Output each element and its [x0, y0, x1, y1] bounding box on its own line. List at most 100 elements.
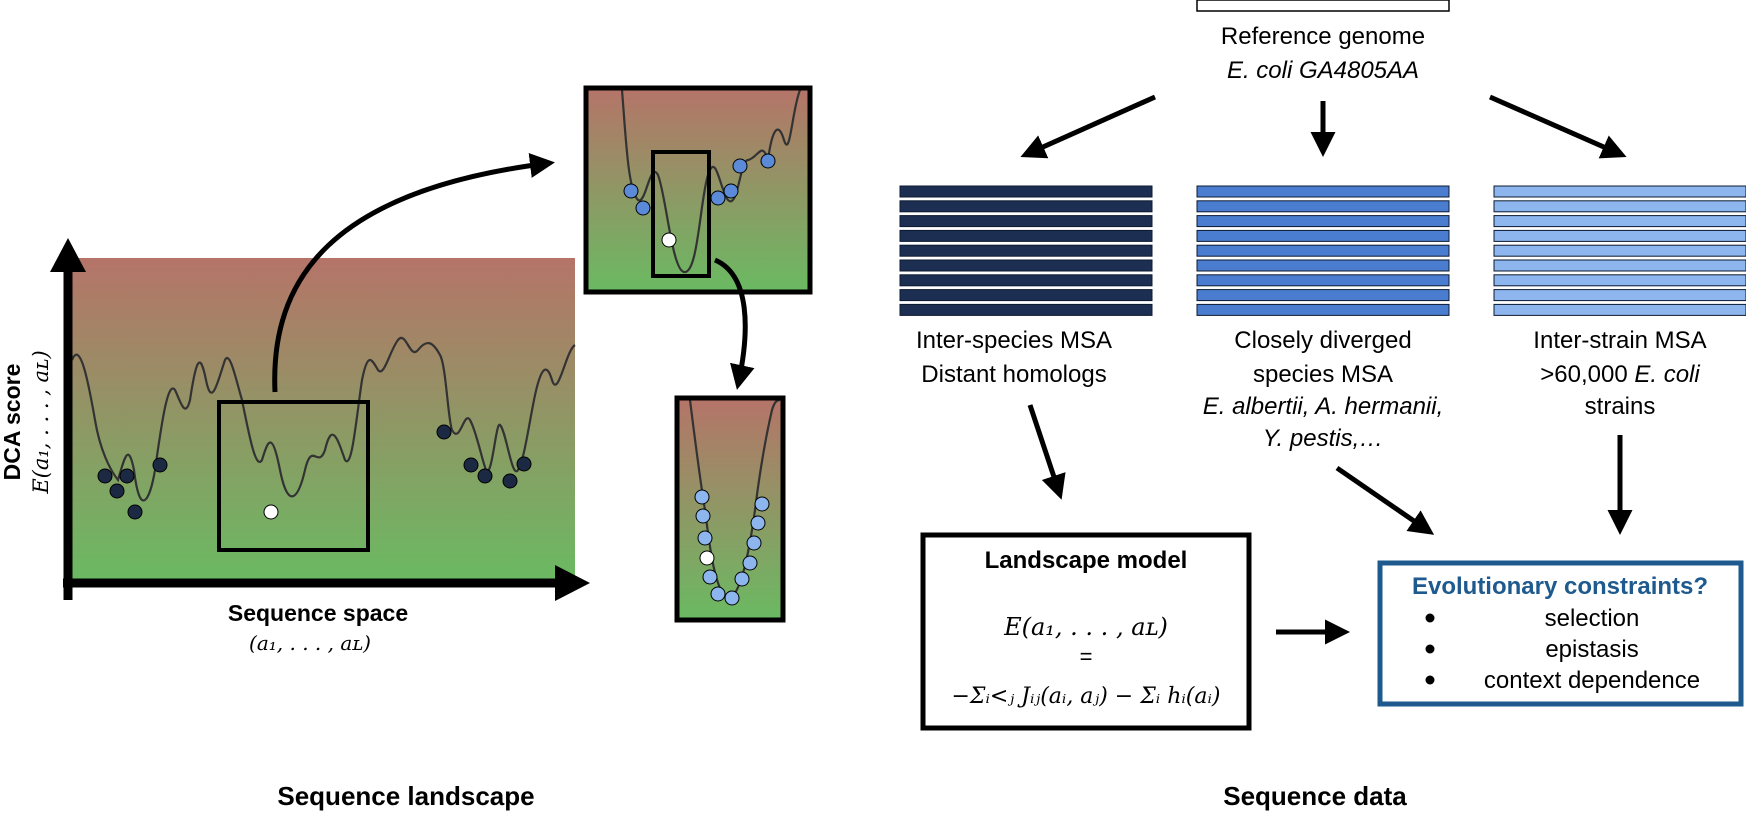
zoom-box-1 — [651, 150, 711, 278]
arrow-to-model — [1027, 404, 1066, 500]
msa-strain-species: E. coli — [1634, 361, 1700, 388]
msa-sequence-bar — [1196, 259, 1450, 272]
bullet — [1425, 644, 1435, 654]
point — [760, 153, 776, 169]
msa-sequence-bar — [1196, 303, 1450, 316]
msa-sequence-bar — [1493, 303, 1746, 316]
landscape-model-title: Landscape model — [985, 547, 1188, 574]
msa-strain-count: >60,000 — [1540, 361, 1634, 388]
point — [127, 504, 143, 520]
msa-sequence-bar — [899, 229, 1153, 242]
right-panel-title: Sequence data — [1223, 781, 1407, 811]
point — [750, 515, 766, 531]
msa-sequence-bar — [1493, 289, 1746, 302]
msa-sequence-bar — [1196, 289, 1450, 302]
msa-close-line-4: Y. pestis,… — [1263, 425, 1384, 452]
landscape-model-equals: = — [1080, 644, 1093, 669]
msa-sequence-bar — [1493, 215, 1746, 228]
left-panel-title: Sequence landscape — [277, 781, 534, 811]
msa-sequence-bar — [899, 185, 1153, 198]
msa-sequence-bar — [1493, 185, 1746, 198]
landscape-model-formula-bottom: −Σᵢ<ⱼ Jᵢⱼ(aᵢ, aⱼ) − Σᵢ hᵢ(aᵢ) — [951, 684, 1220, 709]
point — [732, 158, 748, 174]
landscape-model-box — [920, 532, 1252, 731]
point — [710, 586, 726, 602]
zoom-arrow-1 — [272, 153, 555, 393]
point — [746, 535, 762, 551]
msa-sequence-bar — [899, 244, 1153, 257]
msa-close-line-1: Closely diverged — [1234, 327, 1411, 354]
msa-sequence-bar — [899, 200, 1153, 213]
zoom-panel-1-frame — [583, 85, 813, 295]
x-axis-title: Sequence space — [228, 600, 408, 626]
zoom-panel-1-background — [586, 88, 810, 292]
msa-sequence-bar — [1196, 185, 1450, 198]
point-white — [661, 232, 677, 248]
msa-strain-line-3: strains — [1585, 393, 1656, 420]
msa-sequence-bar — [899, 303, 1153, 316]
arrow-ref-right — [1488, 94, 1627, 159]
msa-stack-light — [1493, 185, 1746, 316]
point — [477, 468, 493, 484]
point — [623, 183, 639, 199]
point — [702, 569, 718, 585]
msa-sequence-bar — [1493, 274, 1746, 287]
reference-genome-bar — [1196, 0, 1450, 12]
point — [734, 571, 750, 587]
bullet — [1425, 613, 1435, 623]
point — [723, 183, 739, 199]
msa-sequence-bar — [899, 289, 1153, 302]
point — [635, 200, 651, 216]
x-axis-formula: (a₁, . . . , aʟ) — [249, 631, 371, 655]
zoom-arrow-2 — [713, 257, 755, 390]
arrow-close-to-constraints — [1335, 465, 1435, 535]
point — [119, 468, 135, 484]
msa-inter-species-line-1: Inter-species MSA — [916, 327, 1112, 354]
msa-stack-mid — [1196, 185, 1450, 316]
point — [694, 489, 710, 505]
point — [697, 530, 713, 546]
landscape-panel: DCA score E(a₁, . . . , aʟ) Sequence spa… — [0, 85, 813, 811]
point — [152, 457, 168, 473]
msa-sequence-bar — [1196, 229, 1450, 242]
zoom-panel-2 — [674, 395, 786, 623]
constraint-item: selection — [1545, 605, 1640, 632]
point — [516, 456, 532, 472]
y-axis-arrowhead — [50, 238, 86, 272]
msa-close-line-3: E. albertii, A. hermanii, — [1203, 393, 1444, 420]
reference-name: E. coli GA4805AA — [1227, 57, 1419, 84]
constraint-item: context dependence — [1484, 667, 1700, 694]
point — [742, 555, 758, 571]
point-white — [699, 550, 715, 566]
point — [436, 424, 452, 440]
msa-sequence-bar — [899, 215, 1153, 228]
point — [97, 468, 113, 484]
msa-sequence-bar — [1493, 229, 1746, 242]
msa-inter-species-line-2: Distant homologs — [921, 361, 1106, 388]
arrow-ref-left — [1020, 94, 1157, 159]
landscape-points — [97, 424, 532, 520]
point — [754, 496, 770, 512]
point-white — [263, 504, 279, 520]
landscape-model-formula-top: E(a₁, . . . , aʟ) — [1003, 613, 1168, 641]
constraint-item: epistasis — [1545, 636, 1638, 663]
msa-stack-dark — [899, 185, 1153, 316]
msa-sequence-bar — [1196, 200, 1450, 213]
point — [710, 190, 726, 206]
msa-sequence-bar — [1196, 274, 1450, 287]
msa-sequence-bar — [1493, 259, 1746, 272]
y-axis-formula: E(a₁, . . . , aʟ) — [29, 350, 53, 494]
zoom-box-main — [217, 400, 370, 552]
data-panel: Reference genome E. coli GA4805AA Inter-… — [899, 0, 1746, 811]
y-axis-title: DCA score — [0, 364, 25, 481]
zoom-panel-2-frame — [674, 395, 786, 623]
x-axis-arrowhead — [555, 565, 590, 601]
bullet — [1425, 675, 1435, 685]
constraints-list: selection epistasis context dependence — [1425, 605, 1700, 694]
msa-sequence-bar — [1493, 200, 1746, 213]
msa-sequence-bar — [1196, 215, 1450, 228]
msa-strain-line-1: Inter-strain MSA — [1533, 327, 1706, 354]
landscape-curve — [70, 336, 576, 502]
msa-strain-line-2: >60,000 E. coli — [1540, 361, 1700, 388]
